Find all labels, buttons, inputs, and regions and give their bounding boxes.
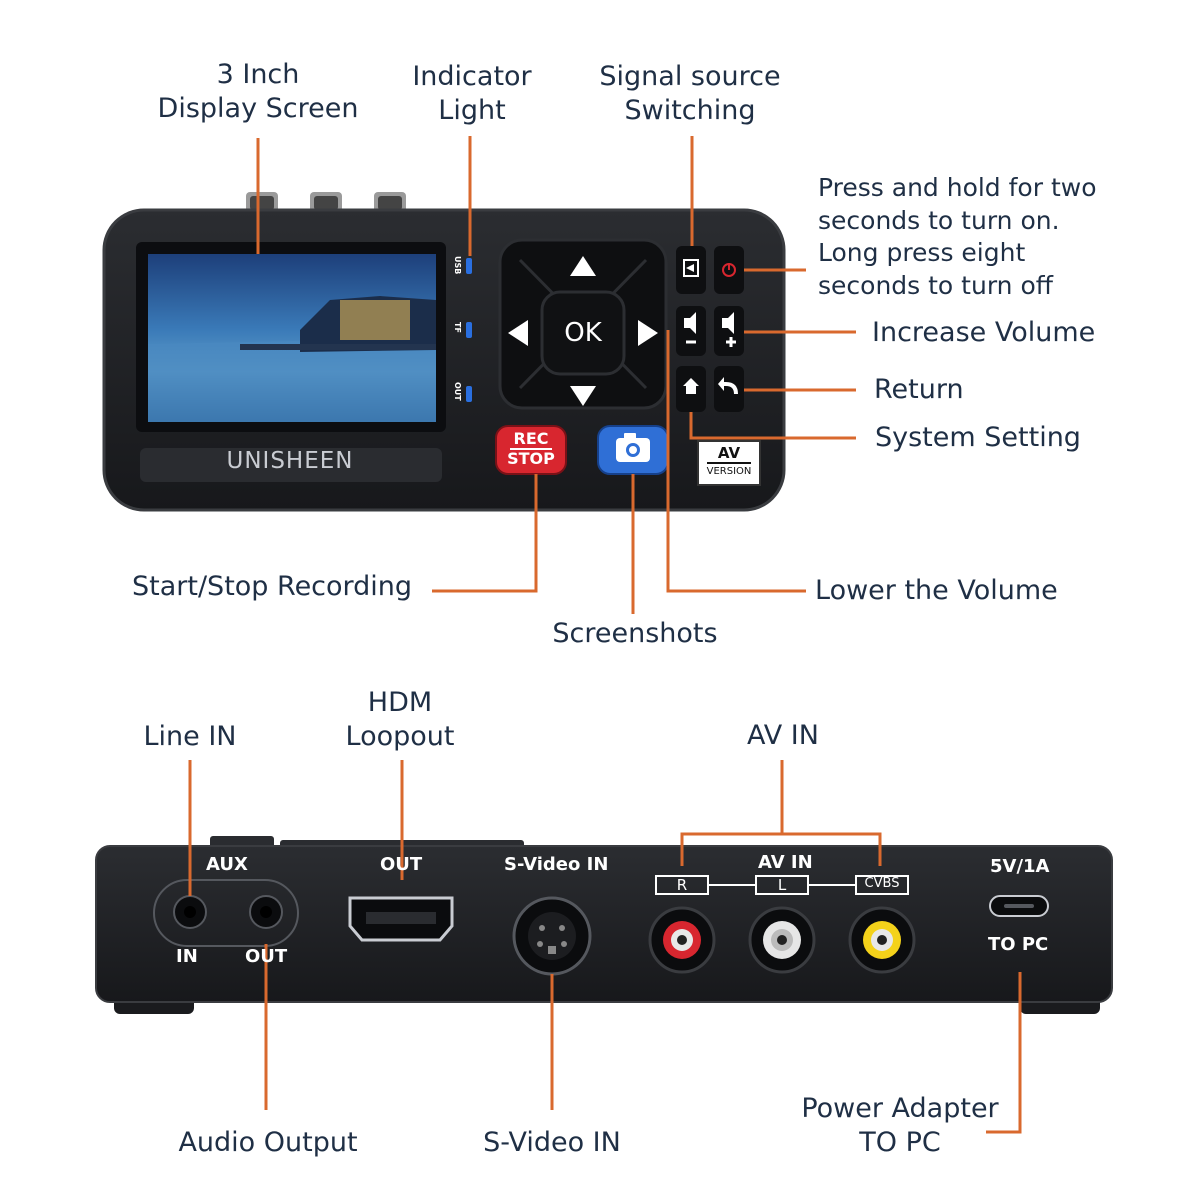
label-line: HDM [367,687,433,718]
back-device [95,836,1113,1014]
back-leader-lines [188,760,1022,1134]
label-line: TO PC [859,1127,941,1158]
label-line: Signal source [599,61,781,92]
usb-led [466,258,472,274]
system-setting-label: System Setting [875,422,1081,453]
front-device [102,192,786,512]
signal-source-label: Signal source Switching [599,60,780,128]
hdmi-loopout-label: HDM Loopout [346,686,455,754]
label-line: seconds to turn on. [818,205,1060,235]
front-leader-lines [256,136,856,614]
audio-output-label: Audio Output [178,1127,358,1158]
line-in-label: Line IN [143,721,237,752]
usb-led-label: USB [453,256,462,275]
label-line: Indicator [412,61,532,92]
rec-text: REC [510,430,552,450]
av-badge-subtitle: VERSION [706,466,752,477]
r-label: R [676,876,688,894]
indicator-light-label: Indicator Light [412,60,531,128]
up-arrow-icon [570,256,596,276]
display-screen-label: 3 Inch Display Screen [158,58,359,126]
cvbs-label: CVBS [864,876,900,891]
label-line: 3 Inch [216,59,300,90]
aux-in-label: IN [176,946,198,967]
label-line: Light [438,95,506,126]
return-button [714,366,744,412]
power-adapter-label: Power Adapter TO PC [801,1092,998,1160]
lower-volume-label: Lower the Volume [815,575,1058,606]
volume-down-button [676,306,706,356]
hdmi-out-label: OUT [380,854,423,875]
l-label: L [777,876,787,894]
out-led [466,386,472,402]
increase-volume-label: Increase Volume [872,317,1096,348]
ok-button [540,290,626,376]
to-pc-label: TO PC [988,934,1049,955]
av-in-port-label: AV IN [758,852,813,873]
right-arrow-icon [638,320,658,346]
label-line: Press and hold for two [818,173,1097,202]
label-line: seconds to turn off [818,270,1053,300]
svideo-port-label: S-Video IN [504,854,609,875]
label-line: Loopout [345,721,455,752]
rec-stop-button [495,425,567,475]
aux-out-label: OUT [245,946,288,967]
label-line: Switching [624,95,756,126]
power-rating-label: 5V/1A [990,856,1050,877]
aux-label: AUX [206,854,248,875]
brand-strip [140,448,442,482]
return-label: Return [874,374,964,405]
left-arrow-icon [508,320,528,346]
label-line: Long press eight [818,238,1026,267]
aux-panel [153,879,299,947]
av-badge-title: AV [707,445,751,464]
label-line: Power Adapter [801,1093,999,1124]
home-icon [683,378,699,394]
brand-name: UNISHEEN [226,448,354,474]
label-line: Display Screen [157,93,359,124]
tf-led-label: TF [453,322,462,333]
out-led-label: OUT [453,382,462,401]
screenshots-label: Screenshots [552,618,718,649]
start-stop-recording-label: Start/Stop Recording [132,571,413,602]
rec-stop-label: REC STOP [496,430,566,468]
volume-up-button [714,306,744,356]
down-arrow-icon [570,386,596,406]
tf-led [466,322,472,338]
ok-label: OK [564,318,602,348]
av-version-badge: AV VERSION [697,440,761,486]
av-in-label: AV IN [747,720,819,751]
power-label: Press and hold for two seconds to turn o… [818,172,1097,302]
svideo-in-label: S-Video IN [483,1127,621,1158]
stop-text: STOP [507,449,555,468]
return-icon [718,377,738,394]
